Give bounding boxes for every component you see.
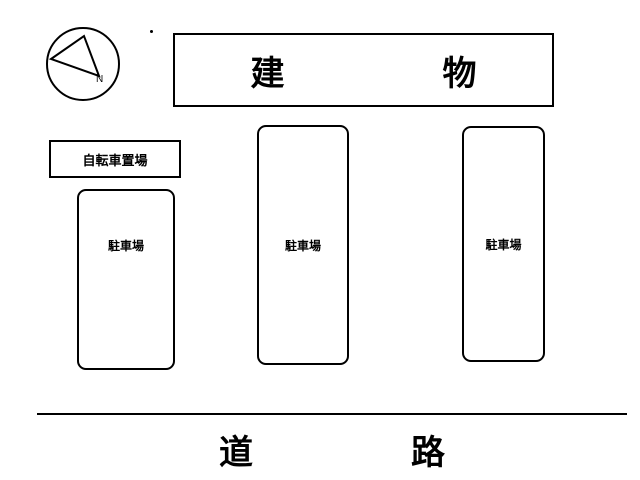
road-edge-line bbox=[37, 413, 627, 415]
north-label: N bbox=[96, 74, 103, 85]
road-label: 道 路 bbox=[37, 426, 627, 473]
parking-lot-2: 駐車場 bbox=[257, 125, 349, 365]
parking-lot-1: 駐車場 bbox=[77, 189, 175, 370]
bicycle-parking-label: 自転車置場 bbox=[82, 153, 148, 169]
north-arrow-icon: N bbox=[44, 26, 122, 102]
parking-lot-label: 駐車場 bbox=[485, 237, 522, 252]
parking-lot-label: 駐車場 bbox=[284, 238, 321, 253]
parking-lot-label: 駐車場 bbox=[107, 239, 144, 253]
stray-dot bbox=[150, 30, 153, 33]
parking-lot-3: 駐車場 bbox=[462, 126, 545, 362]
building-label: 建 物 bbox=[250, 53, 539, 94]
bicycle-parking: 自転車置場 bbox=[49, 140, 181, 178]
building: 建 物 bbox=[173, 33, 554, 107]
road-label-text: 道 路 bbox=[219, 432, 507, 473]
